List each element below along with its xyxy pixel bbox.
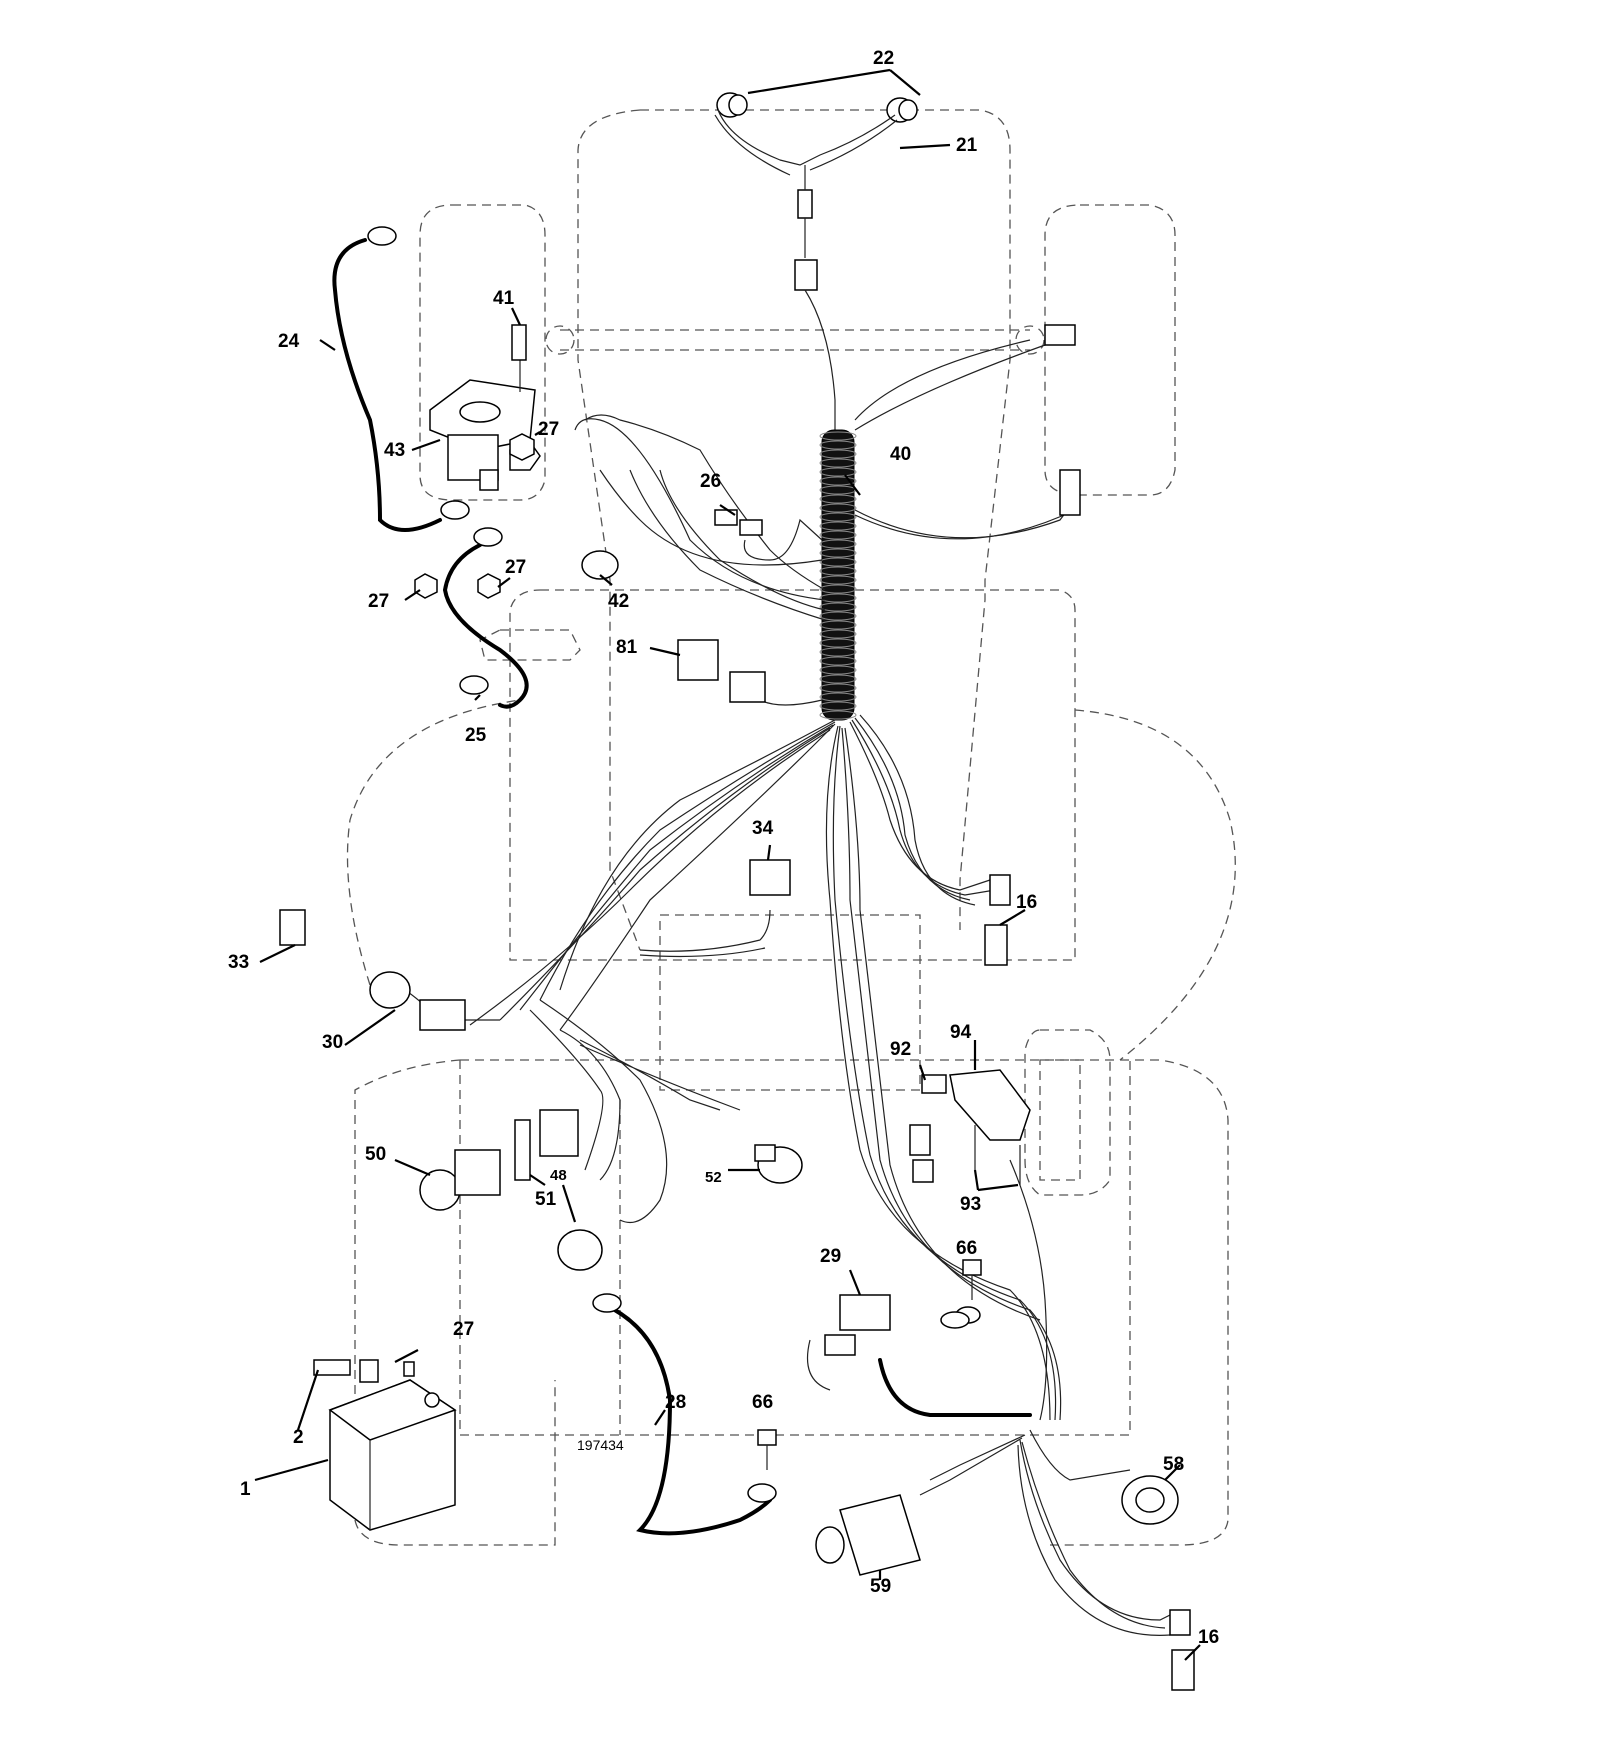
callout-16a: 16 xyxy=(1016,892,1037,913)
callout-58: 58 xyxy=(1163,1454,1184,1475)
callout-94: 94 xyxy=(950,1022,972,1043)
coil-rib xyxy=(819,539,857,549)
callout-50: 50 xyxy=(365,1144,386,1165)
callout-52: 52 xyxy=(705,1169,722,1186)
coil-rib xyxy=(819,449,857,459)
ring-terminals xyxy=(367,226,981,1503)
headlights xyxy=(714,92,918,430)
coil-rib xyxy=(819,503,857,513)
battery-cables xyxy=(332,238,772,1536)
leader-lines xyxy=(254,68,1201,1661)
coil-rib xyxy=(819,440,857,450)
callout-27d: 27 xyxy=(453,1319,474,1340)
callout-26: 26 xyxy=(700,471,721,492)
tractor-outline xyxy=(346,109,1236,1546)
callout-93: 93 xyxy=(960,1194,981,1215)
coil-rib xyxy=(819,467,857,477)
harness-coil-sheath xyxy=(819,324,1081,721)
coil-rib xyxy=(819,611,857,621)
callout-27a: 27 xyxy=(538,419,559,440)
callout-labels: 22 21 41 24 43 27 40 26 27 27 42 81 25 3… xyxy=(228,48,1219,1648)
coil-rib xyxy=(819,476,857,486)
callout-66b: 66 xyxy=(752,1392,773,1413)
callout-30: 30 xyxy=(322,1032,343,1053)
coil-rib xyxy=(819,566,857,576)
coil-rib xyxy=(819,683,857,693)
coil-rib xyxy=(819,620,857,630)
hex-nuts xyxy=(414,433,535,599)
callout-21: 21 xyxy=(956,135,978,156)
coil-rib xyxy=(819,494,857,504)
callout-22: 22 xyxy=(873,48,894,69)
callout-48: 48 xyxy=(550,1167,567,1184)
coil-rib xyxy=(819,602,857,612)
coil-rib xyxy=(819,458,857,468)
coil-rib xyxy=(819,656,857,666)
coil-rib xyxy=(819,584,857,594)
coil-rib xyxy=(819,674,857,684)
callout-59: 59 xyxy=(870,1576,891,1597)
callout-43: 43 xyxy=(384,440,405,461)
coil-rib xyxy=(819,629,857,639)
callout-24: 24 xyxy=(278,331,300,352)
callout-42: 42 xyxy=(608,591,629,612)
callout-29: 29 xyxy=(820,1246,841,1267)
components xyxy=(279,509,1195,1691)
coil-rib xyxy=(819,521,857,531)
coil-rib xyxy=(819,647,857,657)
callout-2: 2 xyxy=(293,1427,304,1448)
callout-1: 1 xyxy=(240,1479,251,1500)
coil-rib xyxy=(819,548,857,558)
main-wire-bundle xyxy=(469,414,1062,1421)
callout-16b: 16 xyxy=(1198,1627,1219,1648)
coil-rib xyxy=(819,638,857,648)
callout-25: 25 xyxy=(465,725,487,746)
coil-rib xyxy=(819,701,857,711)
coil-rib xyxy=(819,431,857,441)
reference-number: 197434 xyxy=(577,1437,624,1453)
callout-33: 33 xyxy=(228,952,249,973)
callout-34: 34 xyxy=(752,818,774,839)
starter-solenoid xyxy=(429,324,541,491)
callout-92: 92 xyxy=(890,1039,911,1060)
coil-rib xyxy=(819,575,857,585)
callout-66a: 66 xyxy=(956,1238,977,1259)
callout-40: 40 xyxy=(890,444,911,465)
callout-28: 28 xyxy=(665,1392,686,1413)
coil-rib xyxy=(819,557,857,567)
callout-51: 51 xyxy=(535,1189,557,1210)
coil-rib xyxy=(819,665,857,675)
coil-rib xyxy=(819,710,857,720)
lower-harness xyxy=(404,909,1181,1636)
callout-27b: 27 xyxy=(368,591,389,612)
coil-rib xyxy=(819,593,857,603)
callout-27c: 27 xyxy=(505,557,526,578)
coil-rib xyxy=(819,512,857,522)
callout-41: 41 xyxy=(493,288,515,309)
coil-rib xyxy=(819,692,857,702)
callout-81: 81 xyxy=(616,637,638,658)
coil-rib xyxy=(819,530,857,540)
